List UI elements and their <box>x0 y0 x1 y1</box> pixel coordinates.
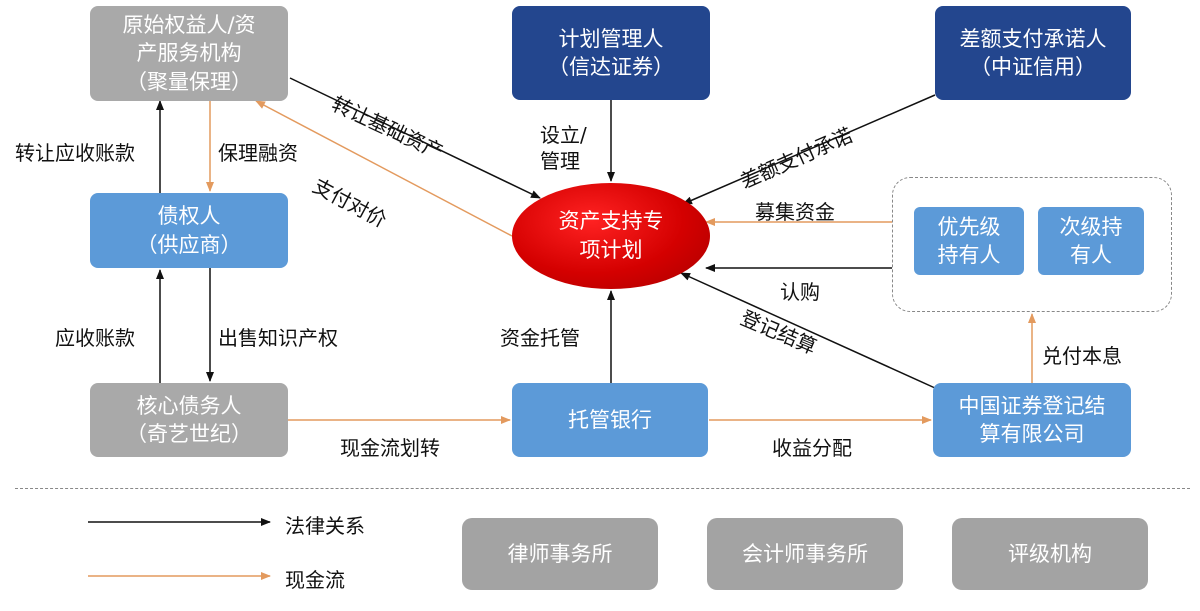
section-divider <box>15 488 1190 489</box>
label-fund-custody: 资金托管 <box>500 326 580 350</box>
label-raise-funds: 募集资金 <box>755 200 835 224</box>
node-core-debtor: 核心债务人 （奇艺世纪） <box>90 383 288 457</box>
label-transfer-receivables: 转让应收账款 <box>15 141 135 165</box>
provider-rating-agency: 评级机构 <box>952 518 1148 590</box>
node-junior-holder: 次级持 有人 <box>1038 207 1144 275</box>
label-factoring-finance: 保理融资 <box>218 141 298 165</box>
label-establish-manage: 设立/ 管理 <box>540 123 587 173</box>
arrow-shortfall-commitment <box>682 94 936 205</box>
arrow-registration-settlement <box>680 272 936 389</box>
arrow-transfer-assets <box>289 77 541 199</box>
node-csdc: 中国证券登记结 算有限公司 <box>933 383 1131 457</box>
investors-group <box>892 177 1172 312</box>
label-receivables: 应收账款 <box>55 326 135 350</box>
label-income-distribution: 收益分配 <box>772 436 852 460</box>
provider-accounting-firm: 会计师事务所 <box>707 518 903 590</box>
label-sell-ip: 出售知识产权 <box>218 326 338 350</box>
label-cash-transfer: 现金流划转 <box>340 436 440 460</box>
node-creditor: 债权人 （供应商） <box>90 193 288 268</box>
node-guarantor: 差额支付承诺人 （中证信用） <box>935 6 1131 100</box>
label-redeem: 兑付本息 <box>1042 344 1122 368</box>
provider-law-firm: 律师事务所 <box>462 518 658 590</box>
node-plan-manager: 计划管理人 （信达证券） <box>512 6 710 100</box>
arrow-pay-consideration <box>255 100 513 237</box>
label-subscribe: 认购 <box>780 280 820 304</box>
legend-cash-label: 现金流 <box>285 568 345 592</box>
node-senior-holder: 优先级 持有人 <box>914 207 1024 275</box>
legend-legal-label: 法律关系 <box>285 514 365 538</box>
node-originator: 原始权益人/资 产服务机构 （聚量保理） <box>90 6 288 101</box>
node-custodian-bank: 托管银行 <box>512 383 708 457</box>
node-abs-plan: 资产支持专 项计划 <box>512 183 710 289</box>
